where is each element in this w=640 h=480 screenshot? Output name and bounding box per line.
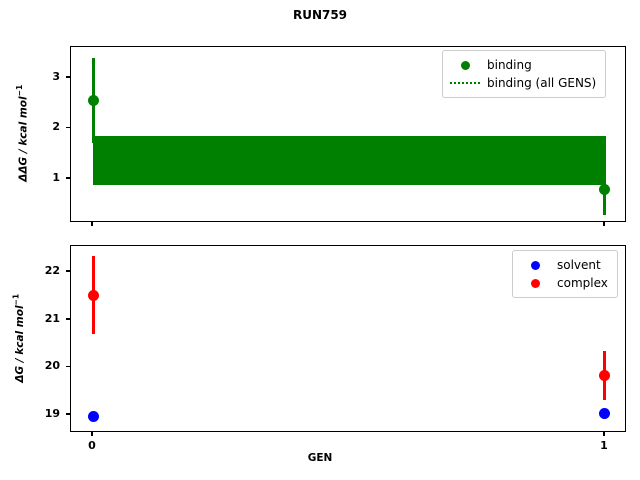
bottom-ytick-mark (66, 270, 70, 272)
legend-label-binding-all-gens: binding (all GENS) (487, 76, 597, 90)
top-xtick-mark (603, 222, 605, 226)
legend-label-binding: binding (487, 58, 532, 72)
bottom-yaxis-label: ΔG / kcal mol−1 (11, 244, 26, 431)
solvent-marker-gen0[interactable] (87, 411, 99, 423)
bottom-yaxis-label-text: ΔG / kcal mol (13, 304, 26, 383)
complex-marker-gen0[interactable] (87, 289, 99, 301)
binding-all-gens-band (93, 136, 605, 185)
dot-marker-icon (450, 58, 480, 72)
bottom-ytick-label: 20 (44, 359, 60, 373)
bottom-ytick-mark (66, 365, 70, 368)
legend-label-solvent: solvent (557, 258, 601, 272)
top-yaxis-label-exponent: −1 (14, 84, 24, 97)
legend-item-binding-all-gens[interactable]: binding (all GENS) (450, 74, 596, 92)
bottom-xtick-mark (91, 432, 93, 436)
solvent-marker-gen1[interactable] (599, 408, 611, 420)
legend-item-solvent[interactable]: solvent (520, 256, 608, 274)
bottom-ytick-label: 22 (44, 264, 60, 278)
binding-marker-gen0[interactable] (87, 95, 99, 107)
top-legend[interactable]: binding binding (all GENS) (442, 50, 607, 98)
binding-errorbar-gen1 (603, 136, 607, 215)
top-yaxis-label-text: ΔΔG / kcal mol (17, 96, 30, 182)
bottom-ytick-mark (66, 317, 70, 320)
xaxis-label: GEN (307, 452, 333, 464)
bottom-ytick-label: 19 (44, 406, 60, 420)
figure-title: RUN759 (292, 8, 348, 22)
dotted-line-icon (450, 76, 480, 90)
top-ytick-label: 3 (52, 70, 60, 84)
dot-marker-icon (520, 276, 550, 290)
top-ytick-mark (66, 126, 70, 129)
bottom-xtick-label: 1 (600, 439, 608, 452)
bottom-ytick-mark (66, 413, 70, 415)
top-yaxis-label: ΔΔG / kcal mol−1 (15, 45, 30, 221)
top-ytick-label: 2 (52, 120, 60, 134)
bottom-ytick-label: 21 (44, 311, 60, 325)
top-ytick-mark (66, 176, 70, 179)
dot-marker-icon (520, 258, 550, 272)
bottom-yaxis-label-exponent: −1 (10, 293, 20, 305)
complex-marker-gen1[interactable] (599, 370, 611, 382)
binding-marker-gen1[interactable] (599, 184, 611, 196)
top-ytick-label: 1 (52, 170, 60, 184)
legend-item-binding[interactable]: binding (450, 56, 596, 74)
top-ytick-mark (66, 76, 70, 78)
legend-item-complex[interactable]: complex (520, 274, 608, 292)
legend-label-complex: complex (557, 276, 608, 290)
bottom-xtick-mark (603, 432, 605, 436)
bottom-xtick-label: 0 (88, 439, 96, 452)
top-xtick-mark (91, 222, 93, 226)
bottom-legend[interactable]: solvent complex (512, 250, 618, 298)
